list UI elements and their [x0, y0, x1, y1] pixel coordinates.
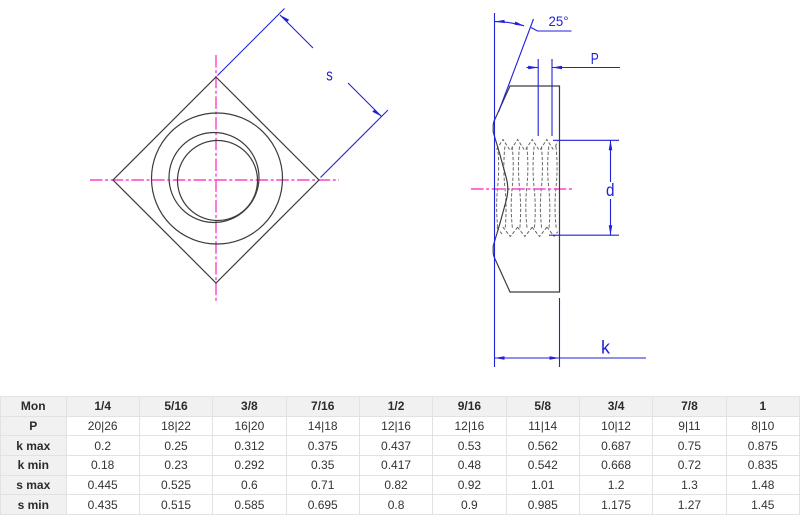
svg-text:s: s — [326, 66, 333, 85]
svg-text:25°: 25° — [549, 13, 569, 29]
svg-text:d: d — [606, 180, 615, 200]
svg-text:P: P — [591, 51, 599, 68]
svg-text:k: k — [601, 337, 611, 357]
